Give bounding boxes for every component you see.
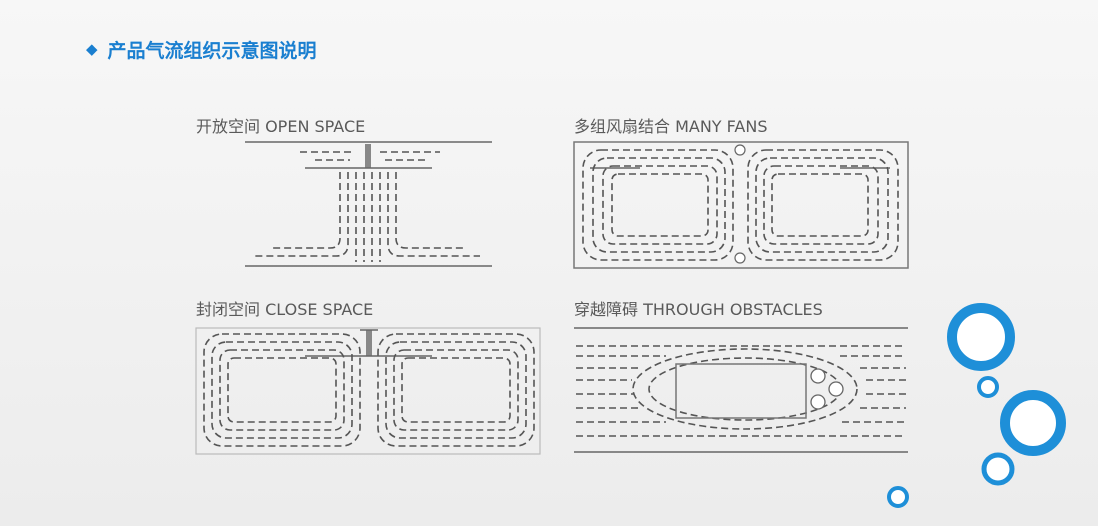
- heading-text: 产品气流组织示意图说明: [107, 39, 317, 62]
- diamond-bullet-icon: ◆: [86, 40, 98, 58]
- panel-title-through-obstacles: 穿越障碍 THROUGH OBSTACLES: [574, 300, 823, 319]
- ring-decoration-icon: [947, 303, 1015, 371]
- fan-icon: [366, 330, 372, 356]
- ring-decoration-icon: [977, 376, 999, 398]
- fan-icon: [734, 252, 746, 264]
- open-space-diagram: [245, 141, 492, 267]
- panel-title-open-space: 开放空间 OPEN SPACE: [196, 117, 366, 136]
- close-space-diagram: [195, 327, 541, 455]
- section-heading: ◆ 产品气流组织示意图说明: [86, 36, 317, 62]
- obstacle-circle: [828, 381, 844, 397]
- through-obstacles-diagram: [574, 327, 908, 453]
- fan-icon: [734, 144, 746, 156]
- decorative-rings: [887, 303, 1066, 508]
- panel-title-many-fans: 多组风扇结合 MANY FANS: [574, 117, 768, 136]
- obstacle-block: [675, 363, 807, 419]
- many-fans-diagram: [573, 141, 909, 269]
- panel-title-close-space: 封闭空间 CLOSE SPACE: [196, 300, 374, 319]
- obstacle-circle: [810, 368, 826, 384]
- ring-decoration-icon: [1000, 390, 1066, 456]
- ring-decoration-icon: [981, 452, 1015, 486]
- obstacle-circle: [810, 394, 826, 410]
- ring-decoration-icon: [887, 486, 909, 508]
- fan-icon: [365, 144, 371, 168]
